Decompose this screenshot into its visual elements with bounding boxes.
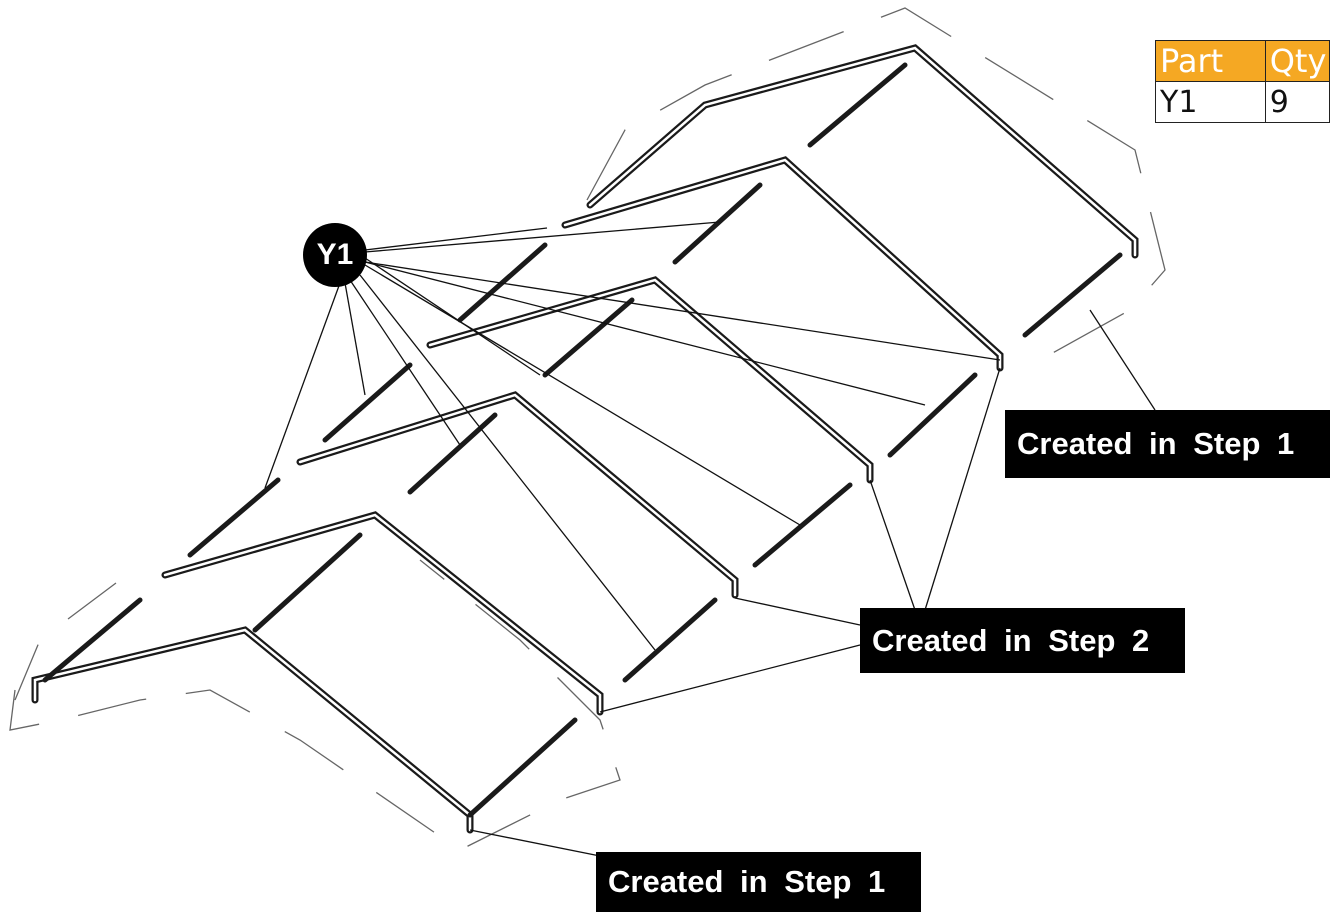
cover-dashed-outlines [9, 7, 1166, 851]
label-text: Created in Step 1 [1017, 426, 1295, 461]
label-created-step1-bottom: Created in Step 1 [596, 852, 921, 912]
table-row: Y1 9 [1155, 81, 1330, 123]
label-text: Created in Step 1 [608, 864, 886, 899]
callout-leader-lines [264, 221, 1156, 859]
cell-qty: 9 [1264, 81, 1330, 123]
callout-y1: Y1 [303, 223, 367, 287]
header-part: Part [1155, 40, 1266, 82]
label-created-step2: Created in Step 2 [860, 608, 1185, 673]
label-created-step1-right: Created in Step 1 [1005, 410, 1330, 478]
parts-table: Part Qty Y1 9 [1155, 40, 1330, 123]
label-text: Created in Step 2 [872, 622, 1150, 658]
frame-tubes [31, 44, 1139, 834]
parts-table-header-row: Part Qty [1155, 40, 1330, 82]
cell-part: Y1 [1155, 81, 1266, 123]
callout-y1-label: Y1 [316, 238, 354, 271]
header-qty: Qty [1264, 40, 1330, 82]
